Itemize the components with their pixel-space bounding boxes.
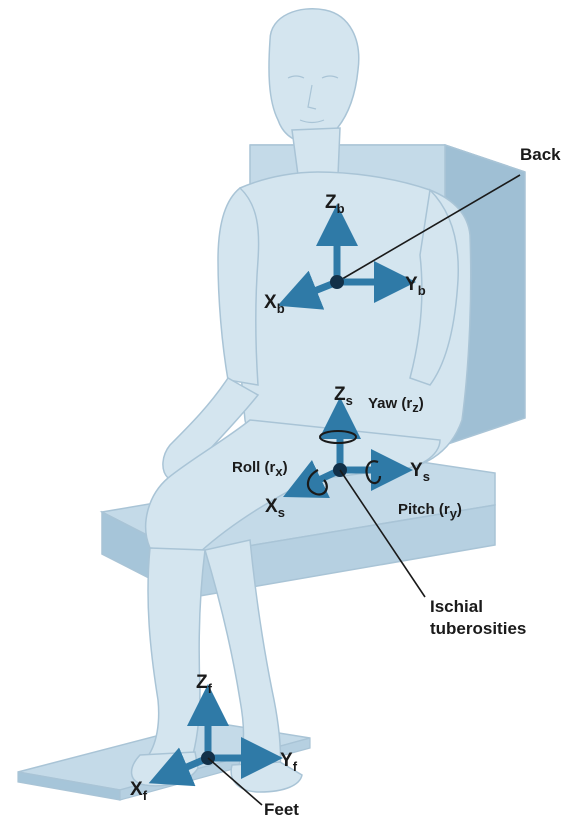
- back-origin: [330, 275, 344, 289]
- svg-text:Yf: Yf: [280, 750, 298, 774]
- seat-y-sub: s: [423, 469, 430, 484]
- ischial-label-line2: tuberosities: [430, 619, 526, 638]
- seat-z-label: Z: [334, 384, 346, 405]
- back-x-sub: b: [277, 301, 285, 316]
- seat-y-label: Y: [410, 460, 423, 481]
- ischial-label-line1: Ischial: [430, 597, 483, 616]
- back-z-label: Z: [325, 192, 337, 213]
- back-y-label: Y: [405, 274, 418, 295]
- back-label: Back: [520, 145, 561, 164]
- feet-label: Feet: [264, 800, 299, 819]
- feet-x-sub: f: [143, 788, 148, 803]
- feet-y-sub: f: [293, 759, 298, 774]
- feet-x-label: X: [130, 779, 143, 800]
- feet-z-sub: f: [208, 681, 213, 696]
- seat-x-sub: s: [278, 505, 285, 520]
- seat-z-sub: s: [346, 393, 353, 408]
- back-x-label: X: [264, 292, 277, 313]
- feet-z-label: Z: [196, 672, 208, 693]
- svg-text:Zf: Zf: [196, 672, 213, 696]
- seat-x-label: X: [265, 496, 278, 517]
- back-z-sub: b: [337, 201, 345, 216]
- back-y-sub: b: [418, 283, 426, 298]
- feet-y-label: Y: [280, 750, 293, 771]
